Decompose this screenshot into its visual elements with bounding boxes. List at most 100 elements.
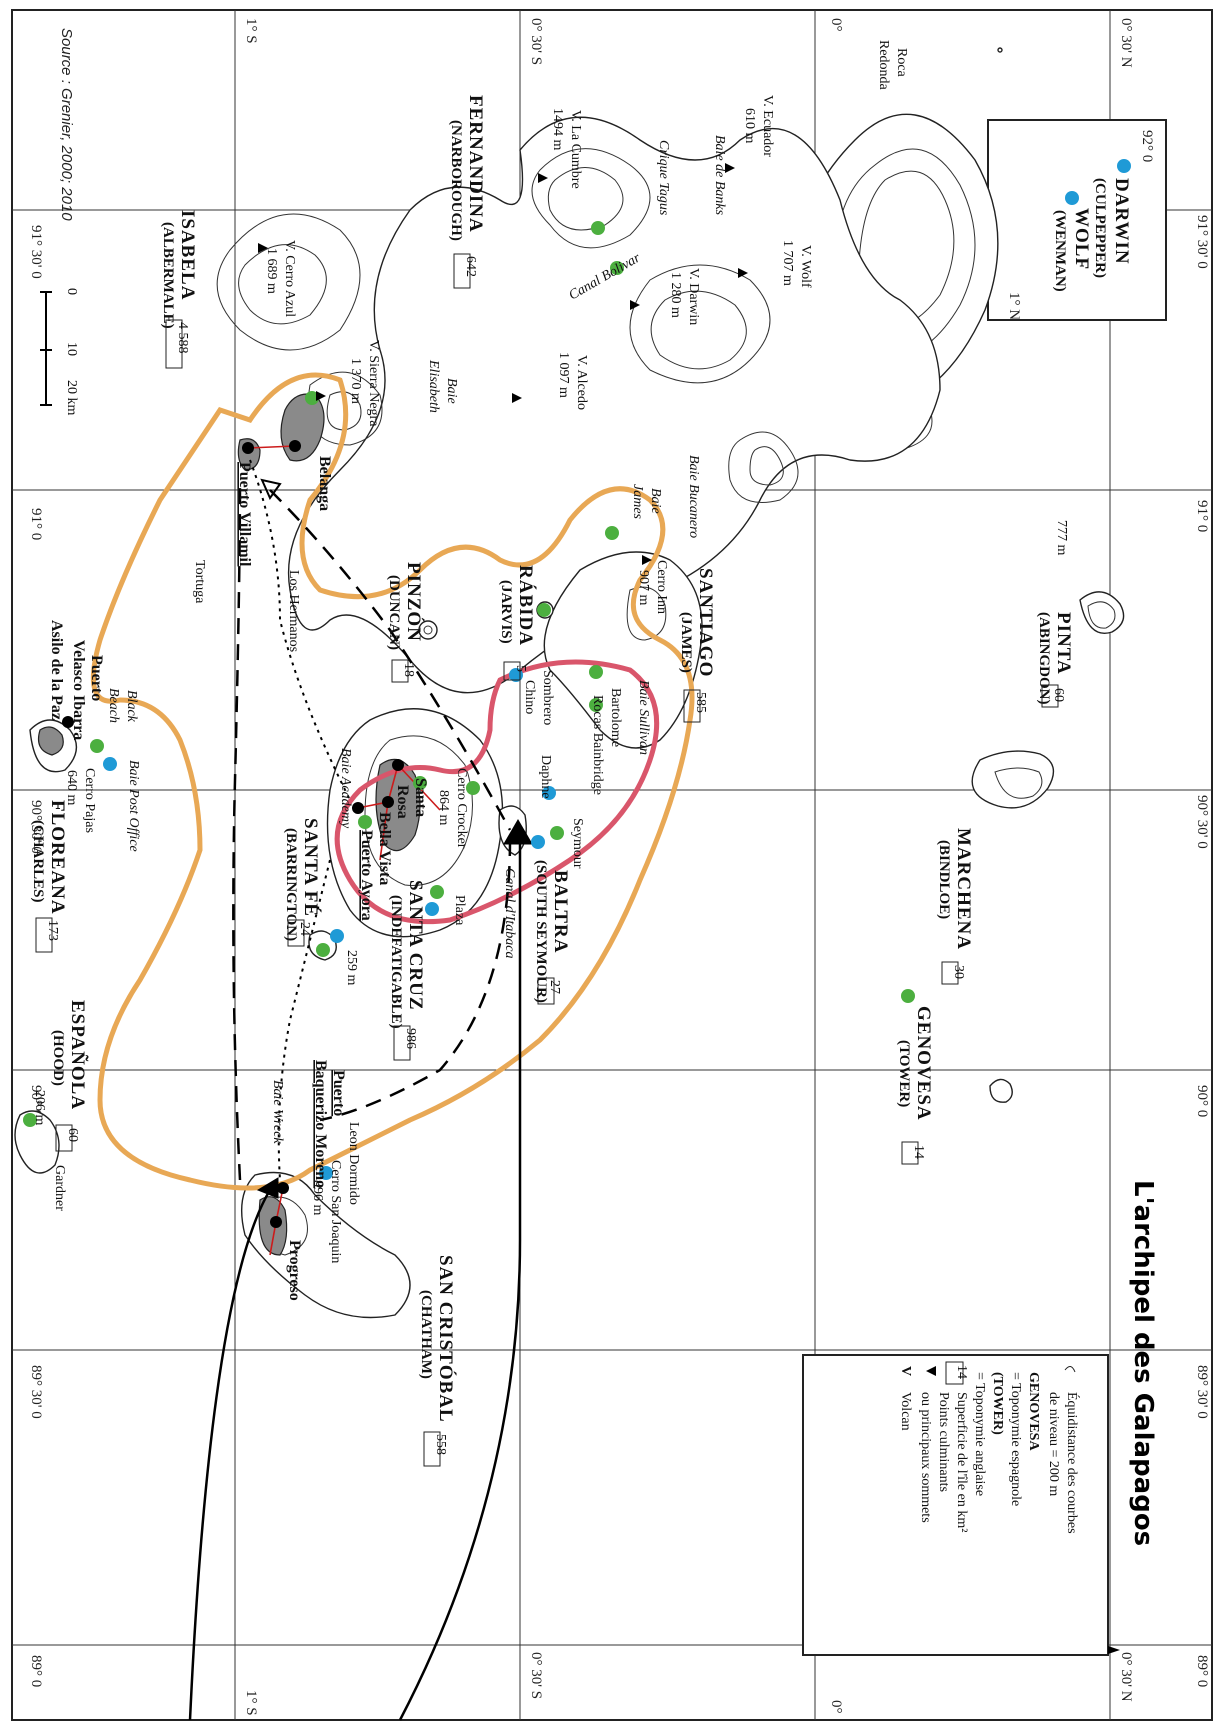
svg-text:558: 558	[433, 1434, 448, 1455]
towns-dots	[62, 440, 404, 1228]
svg-text:V. La Cumbre: V. La Cumbre	[568, 110, 583, 189]
svg-text:Baie: Baie	[444, 378, 459, 404]
isabela-label: ISABELA	[177, 210, 198, 300]
svg-text:(ABINGDON): (ABINGDON)	[1036, 612, 1052, 705]
svg-text:Los Hermanos: Los Hermanos	[286, 570, 301, 652]
svg-text:Rocas Bainbridge: Rocas Bainbridge	[590, 695, 605, 795]
svg-text:de niveau = 200 m: de niveau = 200 m	[1046, 1392, 1061, 1496]
svg-text:Équidistance des courbes: Équidistance des courbes	[1064, 1392, 1081, 1534]
svg-text:Daphne: Daphne	[538, 755, 553, 799]
svg-text:Roca: Roca	[894, 48, 909, 78]
svg-text:777 m: 777 m	[1054, 520, 1069, 556]
svg-text:60: 60	[1051, 688, 1066, 702]
town-labels: Puerto Villamil Belanga Santa Rosa Bella…	[48, 456, 429, 1301]
svg-text:(JARVIS): (JARVIS)	[498, 580, 514, 644]
lon-label: 89° 30' 0	[1194, 1365, 1210, 1419]
svg-text:1 707 m: 1 707 m	[780, 240, 795, 286]
svg-text:Sombrero: Sombrero	[540, 670, 555, 725]
baltra-label: BALTRA	[550, 870, 571, 953]
svg-text:Cerro Inn: Cerro Inn	[654, 560, 669, 614]
svg-text:Baie Bucanero: Baie Bucanero	[686, 455, 701, 538]
svg-text:Puerto: Puerto	[88, 655, 105, 701]
svg-text:Tortuga: Tortuga	[192, 560, 207, 604]
svg-text:Chino: Chino	[522, 680, 537, 714]
svg-text:1494 m: 1494 m	[550, 108, 565, 151]
svg-text:Baie Post Office: Baie Post Office	[126, 760, 141, 852]
svg-text:(TOWER): (TOWER)	[990, 1372, 1005, 1435]
svg-text:(TOWER): (TOWER)	[896, 1040, 912, 1107]
svg-text:V. Cerro Azul: V. Cerro Azul	[282, 240, 297, 317]
santafe-label: SANTA FÉ	[300, 818, 322, 917]
svg-text:Volcan: Volcan	[898, 1392, 913, 1431]
svg-text:Plaza: Plaza	[452, 895, 467, 926]
svg-text:864 m: 864 m	[436, 790, 451, 826]
svg-text:Bartolome: Bartolome	[608, 688, 623, 747]
svg-text:Crique Tagus: Crique Tagus	[656, 140, 671, 216]
svg-text:610 m: 610 m	[742, 108, 757, 144]
svg-text:14: 14	[911, 1145, 926, 1159]
map-frame	[11, 9, 1213, 1721]
svg-text:30: 30	[951, 965, 966, 979]
santiago-label: SANTIAGO	[695, 568, 716, 677]
lon-label: 90° 0	[28, 1085, 44, 1117]
svg-text:Bella Vista: Bella Vista	[376, 812, 393, 885]
svg-text:907 m: 907 m	[636, 570, 651, 606]
svg-text:GENOVESA: GENOVESA	[1026, 1372, 1041, 1451]
svg-text:206 m: 206 m	[32, 1090, 47, 1126]
svg-text:20 km: 20 km	[64, 380, 79, 416]
svg-text:= Toponymie espagnole: = Toponymie espagnole	[1008, 1372, 1023, 1506]
marchena-label: MARCHENA	[953, 828, 974, 950]
svg-text:Puerto: Puerto	[330, 1070, 347, 1116]
lat-label: 1° S	[243, 18, 259, 44]
blue-sites	[103, 668, 556, 1180]
puerto-villamil-label: Puerto Villamil	[236, 462, 253, 567]
svg-text:Gardner: Gardner	[52, 1165, 67, 1211]
svg-text:V. Wolf: V. Wolf	[798, 245, 813, 288]
svg-text:92° 0: 92° 0	[1139, 130, 1155, 162]
puerto-baquerizo-label: Baquerizo Moreno	[312, 1060, 329, 1188]
svg-text:V. Sierra Negra: V. Sierra Negra	[366, 340, 381, 427]
lon-label: 91° 30' 0	[1194, 215, 1210, 269]
lat-label: 0° 30' S	[528, 18, 544, 65]
svg-text:V. Ecuador: V. Ecuador	[760, 95, 775, 157]
svg-text:Baie Wreck: Baie Wreck	[270, 1080, 285, 1144]
lat-label: 0°	[828, 1700, 844, 1714]
svg-text:(SOUTH SEYMOUR): (SOUTH SEYMOUR)	[533, 860, 549, 1003]
svg-text:642: 642	[463, 256, 478, 277]
puerto-ayora-label: Puerto Ayora	[358, 830, 375, 921]
lon-label: 90° 30' 0	[28, 800, 44, 854]
svg-text:986: 986	[403, 1028, 418, 1049]
svg-text:(INDEFATIGABLE): (INDEFATIGABLE)	[388, 895, 404, 1029]
svg-text:(CULPEPPER): (CULPEPPER)	[1092, 178, 1108, 278]
lon-label: 91° 30' 0	[28, 225, 44, 279]
lat-label: 0° 30' N	[1118, 1652, 1134, 1702]
roca-redonda	[997, 47, 1003, 53]
svg-text:896 m: 896 m	[310, 1180, 325, 1216]
area-boxes: 60 30 14 585 5 18 642 4 588 986 24 27 17…	[35, 253, 1066, 1467]
lon-label: 89° 0	[1194, 1655, 1210, 1687]
genovesa-island	[989, 1078, 1013, 1103]
svg-text:1 689 m: 1 689 m	[264, 248, 279, 294]
svg-text:4 588: 4 588	[175, 322, 190, 354]
genovesa-label: GENOVESA	[913, 1006, 934, 1121]
svg-text:1° N: 1° N	[1006, 292, 1022, 320]
svg-text:Cerro San Joaquin: Cerro San Joaquin	[328, 1160, 343, 1263]
svg-text:18: 18	[401, 663, 416, 677]
svg-text:(NARBOROUGH): (NARBOROUGH)	[448, 120, 464, 241]
lon-label: 89° 30' 0	[28, 1365, 44, 1419]
svg-text:Canal d'Itabaca: Canal d'Itabaca	[502, 868, 517, 959]
svg-text:V. Alcedo: V. Alcedo	[574, 355, 589, 410]
orange-zone	[90, 372, 695, 1191]
floreana-label: FLOREANA	[47, 800, 68, 915]
svg-text:(HOOD): (HOOD)	[50, 1030, 66, 1086]
fernandina-label: FERNANDINA	[465, 95, 486, 233]
svg-text:60: 60	[65, 1128, 80, 1142]
svg-text:1 370 m: 1 370 m	[348, 358, 363, 404]
lat-label: 0° 30' S	[528, 1652, 544, 1699]
svg-text:V: V	[898, 1366, 913, 1376]
svg-text:Points culminants: Points culminants	[936, 1392, 951, 1492]
puerto-velasco-label: Velasco Ibarra	[70, 640, 87, 740]
marchena-island	[971, 750, 1055, 809]
asilo-label: Asilo de la Paz	[48, 620, 65, 720]
svg-text:585: 585	[693, 692, 708, 713]
